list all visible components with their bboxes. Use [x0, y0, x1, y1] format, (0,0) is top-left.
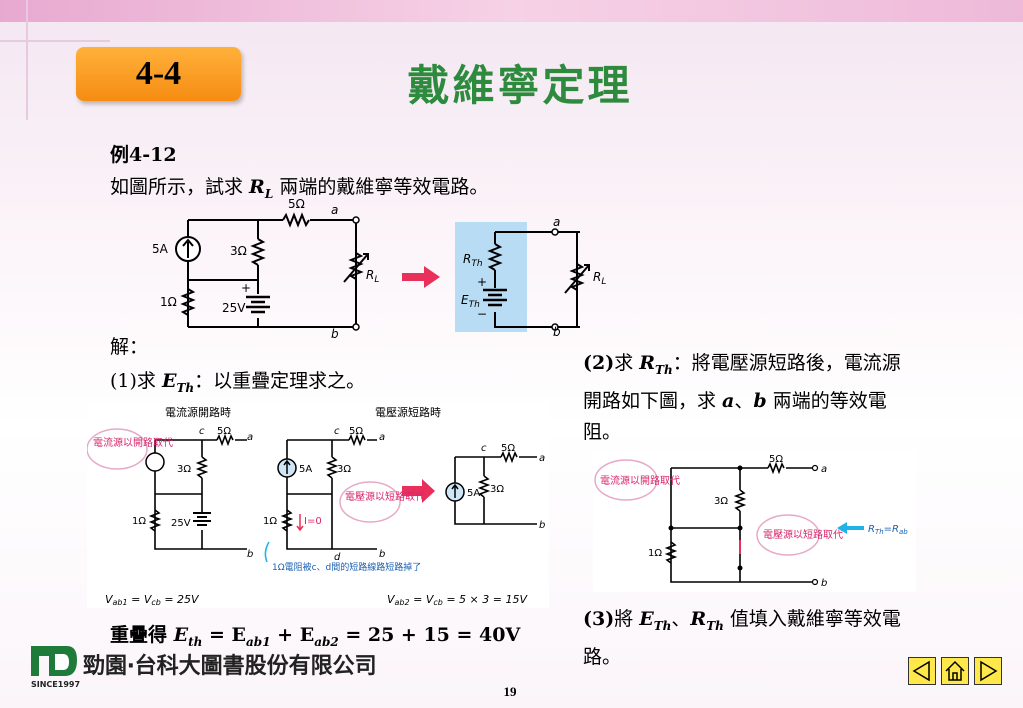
s-1ohm-l: 1Ω — [132, 516, 146, 527]
left-title: 電流源開路時 — [165, 405, 231, 419]
circuit-superposition: 電流源開路時 電壓源短路時 電流源以開路取代 電壓源以短路取代 5Ω 5Ω 5Ω… — [87, 402, 549, 608]
r-b: b — [821, 578, 827, 589]
since-text: SINCE1997 — [31, 680, 81, 689]
s-c-m: c — [334, 426, 340, 437]
example-question: 如圖所示，試求 RL 兩端的戴維寧等效電路。 — [110, 176, 489, 201]
s-c-l: c — [199, 426, 205, 437]
rth-eq: RTh=Rab — [868, 524, 908, 536]
d1-5a: 5A — [152, 242, 169, 256]
s-5a-m: 5A — [299, 464, 312, 475]
s-a-m: a — [379, 432, 385, 443]
s-vab1: Vab1 = Vcb = 25V — [105, 593, 200, 607]
s-b-l: b — [247, 549, 253, 560]
s-note: 1Ω電阻被c、d間的短路線路短路掉了 — [272, 561, 421, 573]
s-3ohm-m: 3Ω — [337, 464, 351, 475]
d1-rl: RL — [366, 268, 379, 285]
next-button[interactable] — [974, 657, 1002, 685]
decor-line-vertical — [26, 0, 28, 120]
triangle-left-icon — [912, 660, 930, 682]
d2-plus: + — [477, 275, 487, 289]
company-name: 勁園‧台科大圖書股份有限公司 — [83, 654, 377, 679]
d1-25v: 25V — [222, 301, 246, 315]
d2-eth: ETh — [461, 293, 480, 310]
prev-button[interactable] — [908, 657, 936, 685]
s-vab2: Vab2 = Vcb = 5 × 3 = 15V — [387, 593, 528, 607]
step-3: (3)將 ETh、RTh 值填入戴維寧等效電路。 — [583, 608, 901, 668]
circuit-thevenin: a RTh + ETh − RL b — [455, 218, 606, 336]
d2-a: a — [553, 218, 560, 229]
step-2: (2)求 RTh：將電壓源短路後，電流源開路如下圖，求 a、b 兩端的等效電阻。 — [583, 352, 901, 443]
d1-plus: + — [241, 281, 251, 295]
s-3ohm-r: 3Ω — [490, 484, 504, 495]
triangle-right-icon — [980, 660, 998, 682]
d1-5ohm: 5Ω — [288, 197, 305, 211]
s-i0: I=0 — [304, 516, 322, 527]
example-label: 例4-12 — [110, 144, 177, 166]
cloud-open-left: 電流源以開路取代 — [93, 436, 173, 449]
s-b-r: b — [539, 520, 545, 531]
s-d: d — [334, 552, 341, 563]
s-5ohm-r: 5Ω — [501, 443, 515, 454]
r-a: a — [821, 464, 827, 475]
home-icon — [945, 660, 965, 681]
s-1ohm-m: 1Ω — [263, 516, 277, 527]
s-25v: 25V — [171, 518, 191, 529]
cloud-open-rth: 電流源以開路取代 — [600, 474, 680, 487]
logo-mark-icon — [31, 646, 77, 676]
decor-line-horizontal — [0, 40, 110, 42]
r-3ohm: 3Ω — [714, 496, 728, 507]
home-button[interactable] — [941, 657, 969, 685]
d2-minus: − — [477, 307, 487, 321]
s-b-m: b — [379, 549, 385, 560]
s-a-r: a — [539, 453, 545, 464]
d1-b: b — [331, 327, 339, 338]
d1-1ohm: 1Ω — [160, 295, 177, 309]
r-1ohm: 1Ω — [648, 548, 662, 559]
d2-rl: RL — [593, 270, 606, 287]
arrow-icon — [402, 266, 440, 288]
section-badge: 4-4 — [76, 47, 241, 101]
d1-a: a — [331, 203, 338, 217]
s-5ohm-l: 5Ω — [217, 426, 231, 437]
page-title: 戴維寧定理 — [407, 61, 633, 110]
page-number: 19 — [503, 684, 517, 699]
r-5ohm: 5Ω — [769, 454, 783, 465]
s-a-l: a — [247, 432, 253, 443]
cloud-short-rth: 電壓源以短路取代 — [763, 528, 843, 541]
circuit-rth: 電流源以開路取代 電壓源以短路取代 RTh=Rab 5Ω 3Ω 1Ω a b — [593, 450, 916, 592]
step-1: (1)求 ETh：以重疊定理求之。 — [110, 370, 366, 395]
superposition-result: 重疊得 Eth = Eab1 + Eab2 = 25 + 15 = 40V — [110, 624, 521, 649]
top-band — [0, 0, 1023, 22]
s-c-r: c — [481, 443, 487, 454]
solution-label: 解： — [110, 336, 149, 358]
s-3ohm-l: 3Ω — [177, 464, 191, 475]
d2-rth: RTh — [463, 252, 483, 269]
company-logo: SINCE1997 勁園‧台科大圖書股份有限公司 — [5, 640, 385, 700]
circuit-original: 5Ω a 5A 3Ω 1Ω + 25V RL b — [152, 197, 379, 338]
s-5a-r: 5A — [467, 488, 480, 499]
s-5ohm-m: 5Ω — [349, 426, 363, 437]
right-title: 電壓源短路時 — [375, 405, 441, 419]
d1-3ohm: 3Ω — [230, 244, 247, 258]
d2-b: b — [553, 325, 561, 336]
cloud-short-mid: 電壓源以短路取代 — [345, 490, 425, 503]
